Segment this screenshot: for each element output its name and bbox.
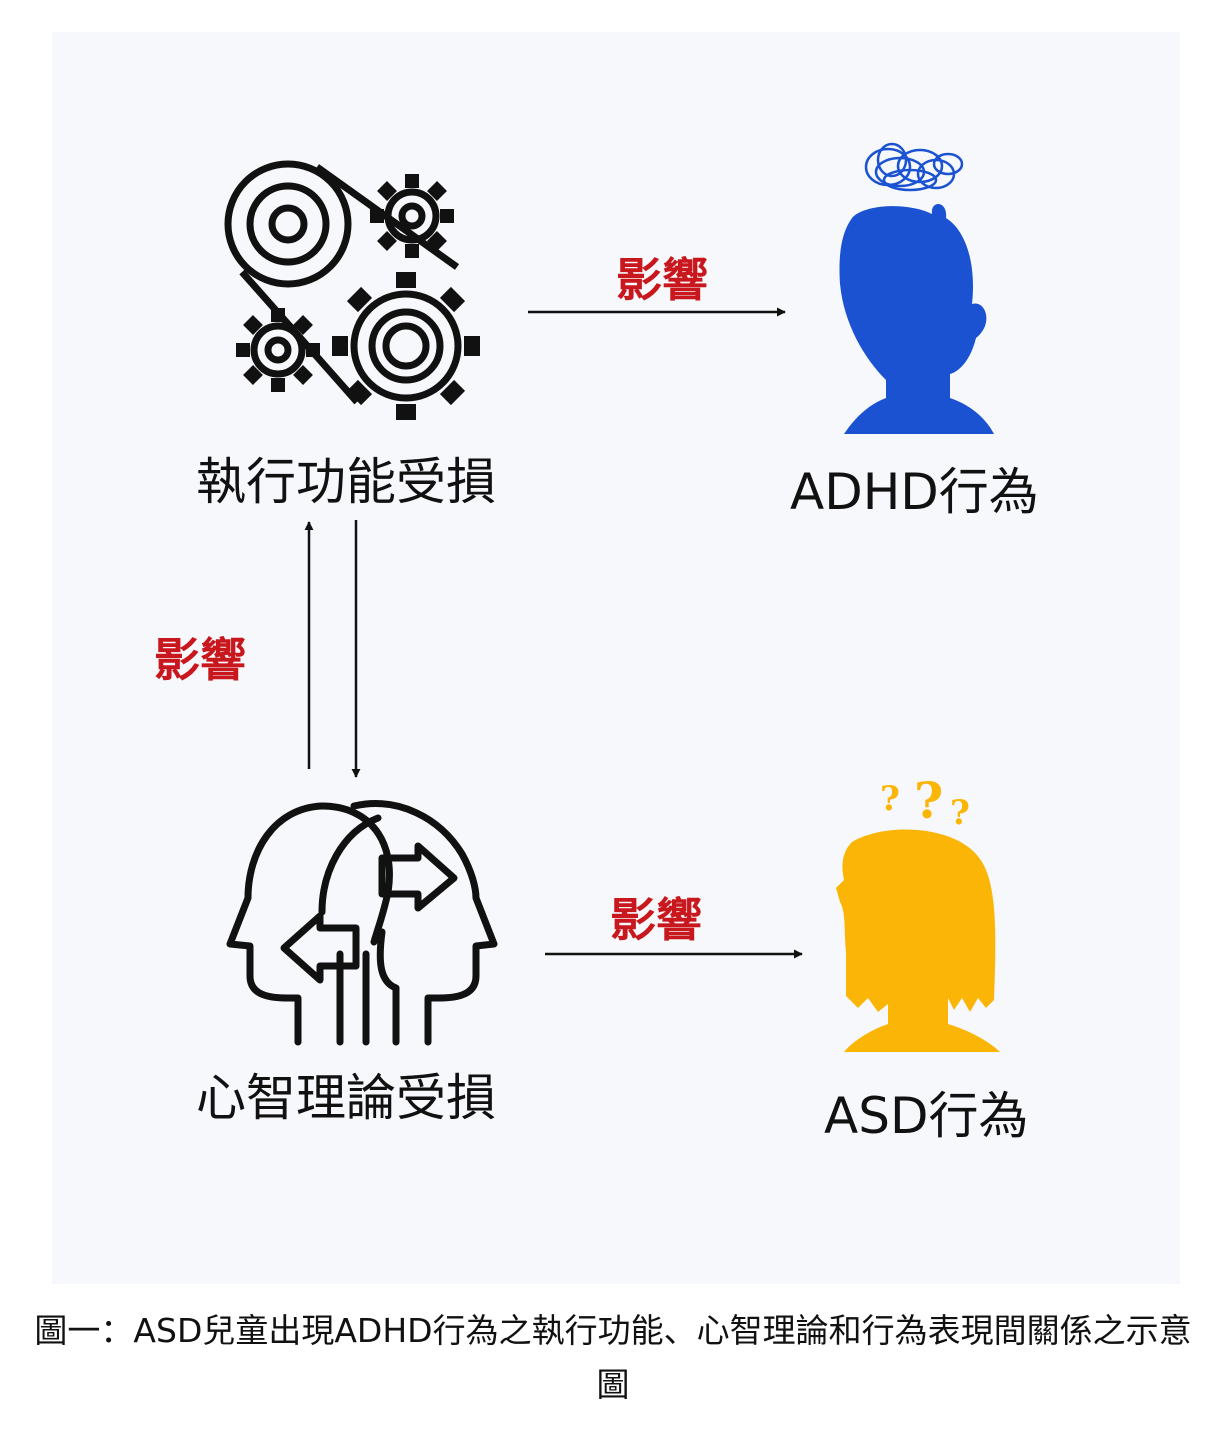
theory-of-mind-label: 心智理論受損 <box>196 1069 496 1127</box>
executive-function-label: 執行功能受損 <box>196 453 496 511</box>
edge-label-executive-theory: 影響 <box>154 633 246 687</box>
adhd-behavior-label: ADHD行為 <box>790 463 1039 521</box>
svg-text:?: ? <box>914 771 943 830</box>
svg-text:?: ? <box>950 793 970 833</box>
girl-head-question-icon: ? ? ? <box>836 771 1000 1052</box>
asd-behavior-label: ASD行為 <box>824 1087 1029 1145</box>
two-heads-arrows-icon <box>226 800 498 1046</box>
svg-text:?: ? <box>880 779 900 819</box>
figure-panel: ? ? ? 執行功能受損 ADHD行為 心智理論受損 ASD行為 影響 影響 影… <box>52 32 1180 1284</box>
gears-icon <box>224 160 480 420</box>
figure-caption: 圖一：ASD兒童出現ADHD行為之執行功能、心智理論和行為表現間關係之示意圖 <box>34 1311 1192 1404</box>
boy-head-scribble-icon <box>839 142 994 434</box>
diagram-canvas: ? ? ? <box>224 142 1000 1052</box>
edge-label-theory-asd: 影響 <box>610 893 702 947</box>
edge-label-executive-adhd: 影響 <box>616 253 708 307</box>
